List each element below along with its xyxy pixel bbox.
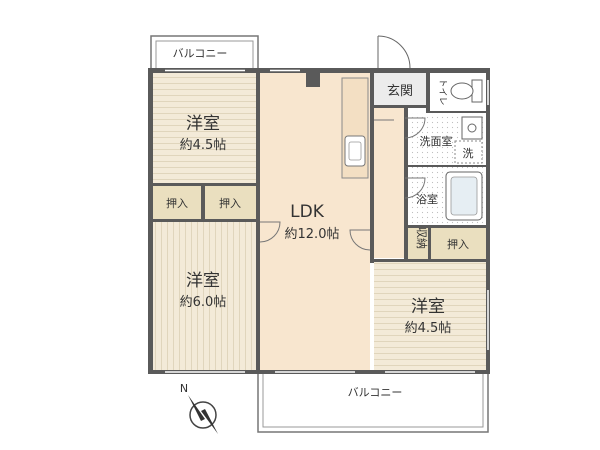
western-se-size: 約4.5帖 [405,321,452,336]
door-swings [259,117,426,251]
western-sw-name: 洋室 [186,271,220,291]
balcony-top: バルコニー [150,35,259,68]
bathroom-label: 浴室 [416,192,438,206]
walls [148,68,490,374]
storage-label: 収納 [415,227,428,249]
storage-floor [408,228,428,259]
kitchen-counter [341,77,369,179]
compass-north-label: N [180,382,188,395]
balcony-bottom: バルコニー [257,374,489,433]
washroom-label: 洗面室 [420,134,453,148]
room-western-se [374,262,486,370]
entrance-label: 玄関 [387,84,413,99]
ldk-size: 約12.0帖 [285,227,340,242]
toilet-label: トイレ [437,78,447,105]
windows [165,69,489,373]
ldk-name: LDK [290,202,325,222]
closet-2-floor [205,186,256,219]
room-western-nw [153,73,256,183]
closet-1-label: 押入 [166,196,188,210]
room-western-sw [153,222,256,370]
closet-3-label: 押入 [447,237,469,251]
wash-basin [461,116,483,140]
hall-floor [374,108,405,258]
closet-3-floor [431,228,486,259]
laundry-label: 洗 [463,147,474,160]
closet-1-floor [153,186,201,219]
entrance-floor [374,73,426,105]
bathtub [445,171,483,221]
western-nw-size: 約4.5帖 [180,138,227,153]
western-nw-name: 洋室 [186,114,220,134]
closet-2-label: 押入 [219,196,241,210]
western-sw-size: 約6.0帖 [180,295,227,310]
laundry-area [454,140,483,164]
toilet-fixture [450,79,483,103]
balcony-bottom-label: バルコニー [348,386,403,399]
entrance-door [377,35,411,69]
compass-icon: N [180,382,218,434]
balcony-top-label: バルコニー [173,47,228,60]
western-se-name: 洋室 [411,297,445,317]
